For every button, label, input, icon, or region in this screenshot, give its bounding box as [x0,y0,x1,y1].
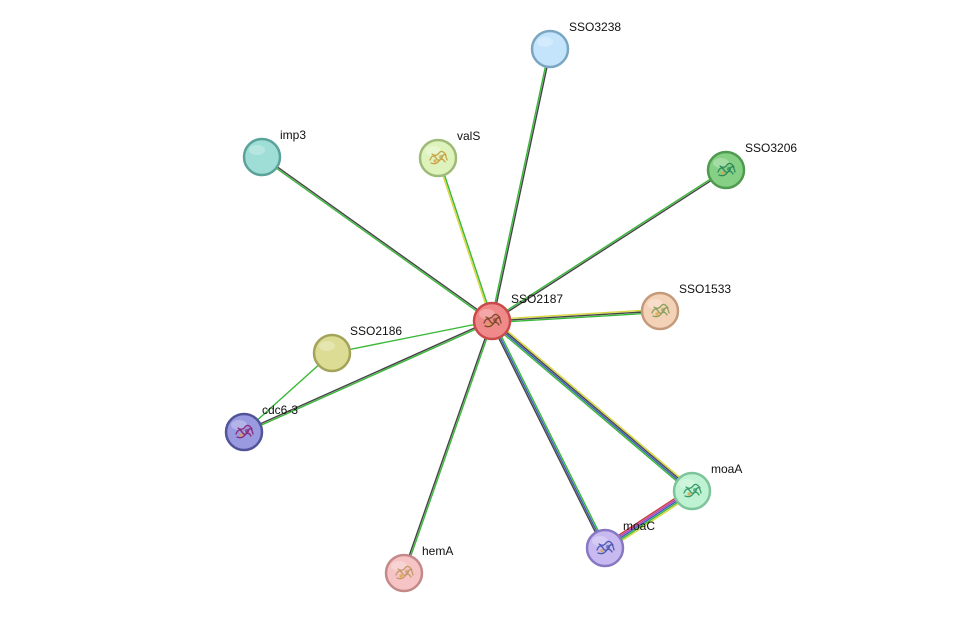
edge-evidence-line [493,318,695,490]
node-highlight [249,145,265,155]
edge-sso2187-sso3206[interactable] [491,168,727,323]
edge-evidence-line [492,49,552,322]
edge-sso2187-hema[interactable] [402,320,494,574]
protein-structure-icon [683,483,702,498]
edge-evidence-line [491,308,660,321]
edge-sso2187-cdc6-3[interactable] [243,319,493,434]
node-highlight [391,561,407,571]
node-label: SSO2187 [511,292,563,306]
protein-structure-icon [395,565,414,580]
edge-evidence-line [261,157,492,323]
node-sso1533[interactable]: SSO1533 [640,282,731,331]
node-label: SSO1533 [679,282,731,296]
node-highlight [479,309,495,319]
edge-evidence-line [243,319,492,432]
node-highlight [425,146,441,156]
node-highlight [537,37,553,47]
node-circle[interactable] [530,29,570,69]
edge-evidence-line [438,157,494,321]
node-highlight [231,420,247,430]
edge-evidence-line [492,311,661,324]
node-circle[interactable] [640,291,680,331]
node-highlight [647,299,663,309]
edge-sso2187-sso3238[interactable] [490,48,552,322]
node-label: moaA [711,462,742,476]
node-circle[interactable] [672,471,712,511]
node-moaa[interactable]: moaA [672,462,742,511]
node-circle[interactable] [418,138,458,178]
node-vals[interactable]: valS [418,129,480,178]
edge-evidence-line [491,310,661,322]
node-imp3[interactable]: imp3 [242,128,306,177]
node-label: valS [457,129,480,143]
edge-sso2187-moaa[interactable] [489,318,695,494]
node-label: cdc6-3 [262,403,298,417]
nodes-layer: SSO2187 SSO3238 imp3 valS SSO3206SSO1533SSO2… [224,20,797,593]
node-sso3238[interactable]: SSO3238 [530,20,621,69]
node-circle[interactable] [384,553,424,593]
protein-structure-icon [483,313,502,328]
node-label: hemA [422,544,453,558]
node-sso2187[interactable]: SSO2187 [472,292,563,341]
node-cdc6-3[interactable]: cdc6-3 [224,403,298,452]
edge-evidence-line [491,320,606,549]
protein-structure-icon [596,540,615,555]
protein-structure-icon [429,150,448,165]
edge-sso2187-moac[interactable] [489,319,608,550]
node-label: imp3 [280,128,306,142]
edges-layer [243,48,727,574]
edge-sso2186-cdc6-3[interactable] [243,352,333,433]
edge-evidence-line [262,155,493,321]
edge-evidence-line [436,158,492,322]
edge-evidence-line [331,320,493,354]
node-circle[interactable] [312,333,352,373]
node-sso2186[interactable]: SSO2186 [312,324,402,373]
node-circle[interactable] [706,150,746,190]
node-highlight [679,479,695,489]
edge-sso2187-imp3[interactable] [261,155,493,323]
edge-evidence-line [244,321,493,434]
node-moac[interactable]: moaC [585,519,655,568]
edge-evidence-line [490,48,550,321]
edge-evidence-line [402,320,492,573]
node-circle[interactable] [585,528,625,568]
edge-sso2187-sso2186[interactable] [331,320,493,354]
edge-evidence-line [489,322,691,494]
node-highlight [319,341,335,351]
edge-evidence-line [404,321,494,574]
edge-evidence-line [492,319,693,491]
protein-structure-icon [651,303,670,318]
edge-evidence-line [492,319,608,548]
edge-sso2187-sso1533[interactable] [491,308,661,324]
node-circle[interactable] [224,412,264,452]
edge-evidence-line [243,352,333,433]
node-label: SSO3238 [569,20,621,34]
protein-structure-icon [717,162,736,177]
edge-evidence-line [491,321,692,493]
protein-structure-icon [235,424,254,439]
edge-evidence-line [489,321,605,550]
edge-evidence-line [491,168,726,321]
edge-evidence-line [492,170,727,323]
node-highlight [592,536,608,546]
node-highlight [713,158,729,168]
node-label: SSO3206 [745,141,797,155]
edge-sso2187-vals[interactable] [436,157,494,322]
node-sso3206[interactable]: SSO3206 [706,141,797,190]
node-label: SSO2186 [350,324,402,338]
node-circle[interactable] [242,137,282,177]
node-label: moaC [623,519,655,533]
node-circle[interactable] [472,301,512,341]
node-hema[interactable]: hemA [384,544,453,593]
